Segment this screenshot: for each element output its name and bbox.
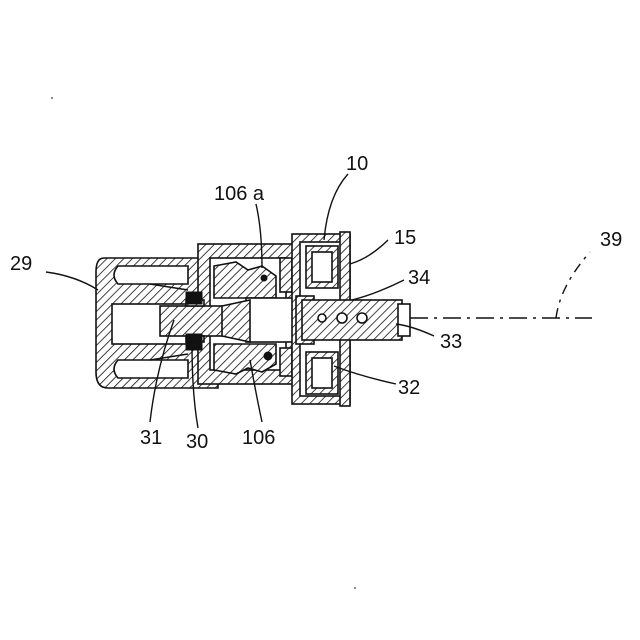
speck: [354, 587, 356, 589]
label-34: 34: [408, 267, 430, 289]
label-106a: 106 a: [214, 183, 265, 205]
label-32: 32: [398, 377, 420, 399]
speck: [51, 97, 53, 99]
label-10: 10: [346, 153, 368, 175]
output-spindle: [302, 300, 410, 340]
axis-arc: [556, 252, 590, 318]
label-29: 29: [10, 253, 32, 275]
label-33: 33: [440, 331, 462, 353]
detent-ball: [264, 352, 272, 360]
label-106: 106: [242, 427, 275, 449]
label-31: 31: [140, 427, 162, 449]
label-39: 39: [600, 229, 622, 251]
detent-ball: [261, 275, 267, 281]
label-30: 30: [186, 431, 208, 453]
label-15: 15: [394, 227, 416, 249]
